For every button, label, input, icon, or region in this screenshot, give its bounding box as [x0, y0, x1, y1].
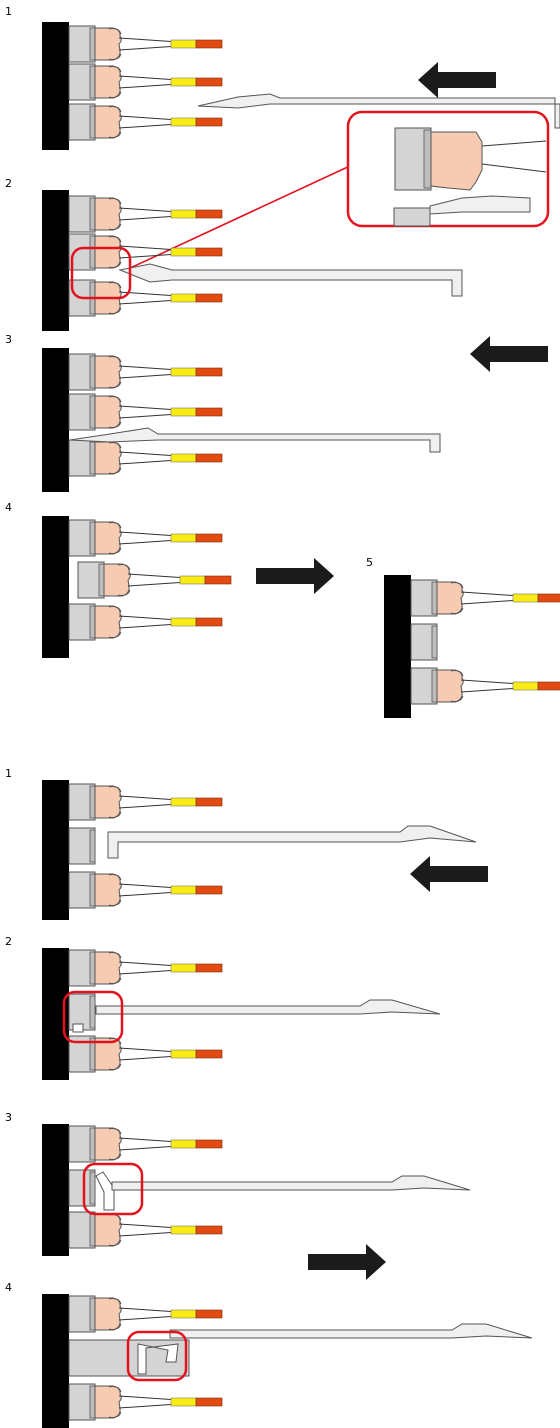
connector-icon — [68, 783, 223, 821]
extraction-tool-icon — [95, 999, 441, 1015]
step-label: 4 — [5, 1281, 12, 1294]
housing-empty — [68, 1169, 96, 1207]
zoom-boot — [430, 131, 483, 191]
sequence-b-step-1: 1 — [5, 767, 488, 920]
connector-icon — [68, 1125, 223, 1163]
arrow-left-icon — [470, 336, 548, 372]
connector-icon — [68, 353, 223, 391]
extraction-tool-icon — [197, 93, 560, 129]
zoom-inset — [125, 110, 550, 271]
connector-icon — [68, 25, 223, 63]
step-label: 4 — [5, 501, 12, 514]
step-label: 2 — [5, 935, 12, 948]
extraction-tool-icon — [169, 1323, 533, 1339]
panel-bar — [42, 1124, 69, 1256]
latch-icon — [137, 1343, 179, 1375]
connector-icon — [68, 1383, 223, 1421]
housing-empty — [410, 623, 438, 661]
connector-icon — [68, 103, 223, 141]
panel-bar — [42, 190, 69, 331]
zoom-leader-line — [125, 164, 353, 271]
arrow-left-icon — [418, 62, 496, 98]
sequence-a-step-3: 3 — [5, 333, 548, 492]
zoom-tool — [429, 195, 531, 215]
connector-icon — [68, 393, 223, 431]
extraction-tool-icon — [107, 825, 477, 859]
latch-icon — [95, 1171, 115, 1211]
connector-icon — [410, 667, 560, 705]
extraction-tool-icon — [118, 263, 463, 297]
extraction-tool-icon — [69, 427, 441, 453]
connector-icon — [68, 195, 223, 233]
connector-icon — [68, 63, 223, 101]
step-label: 5 — [366, 556, 373, 569]
step-label: 1 — [5, 767, 12, 780]
sequence-b-step-3: 3 — [5, 1111, 471, 1280]
connector-icon — [68, 1295, 223, 1333]
connector-icon — [68, 949, 223, 987]
connector-icon — [77, 561, 232, 599]
arrow-right-icon — [308, 1244, 386, 1280]
panel-bar — [42, 1294, 69, 1428]
sequence-b-step-4: 4 — [5, 1281, 533, 1428]
arrow-right-icon — [256, 558, 334, 594]
connector-icon — [410, 579, 560, 617]
connector-icon — [68, 439, 223, 477]
arrow-left-icon — [410, 856, 488, 892]
highlight-circle-icon — [70, 246, 132, 300]
highlight-circle-icon — [62, 990, 124, 1044]
sequence-b-step-2: 2 — [5, 935, 441, 1080]
step-label: 1 — [5, 5, 12, 18]
step-label: 3 — [5, 1111, 12, 1124]
step-label: 3 — [5, 333, 12, 346]
sequence-a-step-5: 5 — [366, 556, 560, 718]
connector-icon — [68, 871, 223, 909]
step-label: 2 — [5, 177, 12, 190]
panel-bar — [42, 780, 69, 920]
housing-empty — [68, 827, 96, 865]
connector-icon — [68, 1211, 223, 1249]
panel-bar — [42, 22, 69, 150]
panel-bar — [384, 575, 411, 718]
extraction-tool-icon — [111, 1175, 471, 1191]
connector-icon — [68, 603, 223, 641]
sequence-a-step-4: 4 — [5, 501, 334, 658]
sequence-a-step-1: 1 — [5, 5, 560, 150]
panel-bar — [42, 348, 69, 492]
panel-bar — [42, 516, 69, 658]
highlight-circle-icon — [126, 1330, 188, 1382]
highlight-circle-icon — [82, 1162, 144, 1216]
sequence-a-step-2: 2 — [5, 177, 463, 331]
connector-icon — [68, 519, 223, 557]
